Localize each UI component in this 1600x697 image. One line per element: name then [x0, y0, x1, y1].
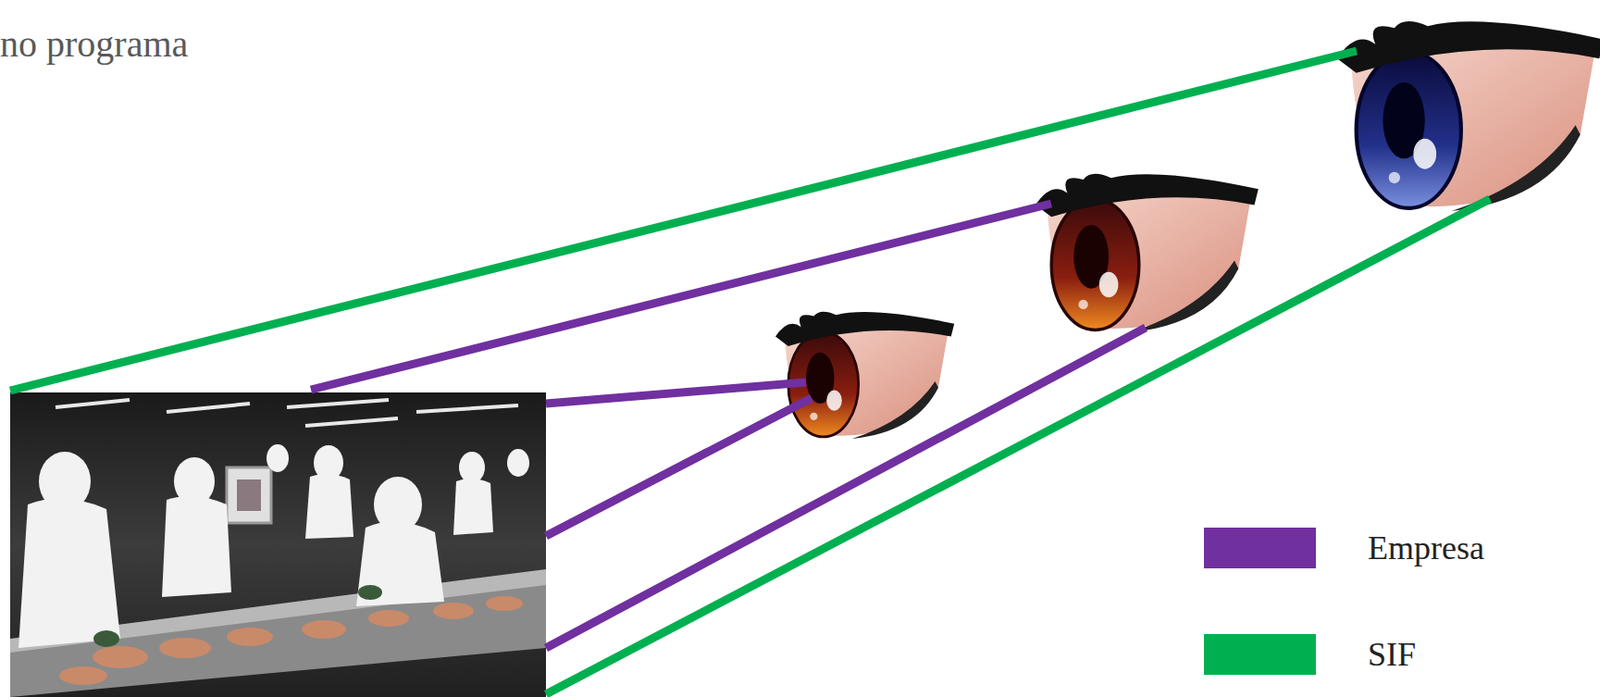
- legend-row: SIF: [1203, 633, 1416, 675]
- slide-text: no programa: [0, 24, 188, 65]
- sight-line: [545, 397, 812, 536]
- eye-small: [775, 311, 955, 439]
- legend-text: SIF: [1367, 634, 1416, 674]
- sight-line: [10, 50, 1357, 391]
- eye-large: [1337, 21, 1600, 211]
- sight-line: [545, 327, 1146, 648]
- eye-medium: [1035, 173, 1259, 333]
- factory-photo: [10, 392, 546, 697]
- legend-text: Empresa: [1367, 528, 1485, 568]
- sight-line: [545, 382, 807, 404]
- sight-line: [545, 198, 1490, 695]
- legend-row: Empresa: [1203, 527, 1485, 569]
- legend-swatch: [1203, 633, 1316, 675]
- sight-line: [310, 203, 1052, 390]
- legend-swatch: [1203, 527, 1316, 569]
